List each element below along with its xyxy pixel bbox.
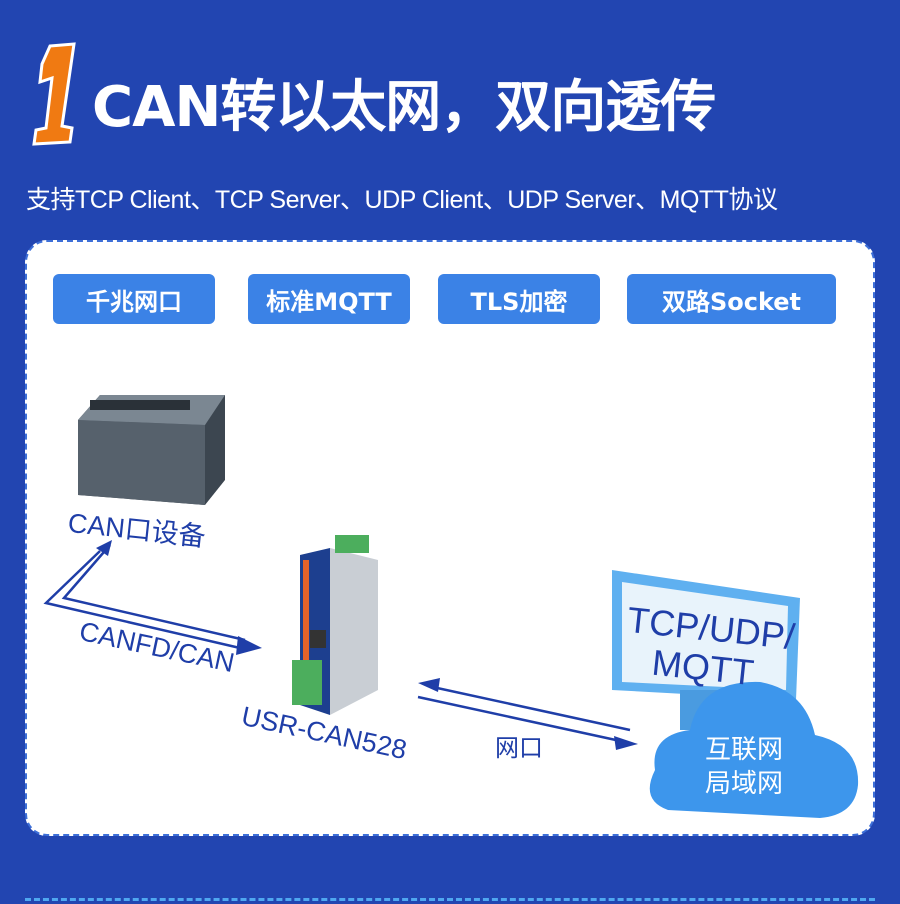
cloud-image [649, 681, 859, 818]
arrowhead-icon [614, 736, 638, 750]
plc-device-image [78, 395, 225, 505]
arrowhead-icon [236, 636, 262, 655]
net-link-label: 网口 [495, 735, 543, 762]
gateway-device-image [292, 535, 378, 715]
protocol-text: TCP/UDP/ MQTT [625, 598, 797, 694]
arrowhead-icon [96, 540, 112, 556]
monitor-image [612, 570, 800, 730]
page-subtitle: 支持TCP Client、TCP Server、UDP Client、UDP S… [26, 186, 778, 214]
divider [25, 898, 875, 901]
feature-tag: 千兆网口 [53, 274, 215, 324]
arrowhead-icon [418, 678, 440, 692]
number-one-badge [32, 42, 76, 146]
feature-tag: 双路Socket [627, 274, 836, 324]
canfd-arrow [43, 544, 246, 650]
cloud-text: 互联网局域网 [705, 733, 783, 801]
feature-tag: 标准MQTT [248, 274, 410, 324]
page-title: CAN转以太网，双向透传 [92, 75, 716, 140]
network-arrow [417, 684, 631, 744]
cloud-line-internet: 互联网 [705, 735, 784, 765]
cloud-line-lan: 局域网 [705, 769, 784, 799]
feature-tag: TLS加密 [438, 274, 600, 324]
